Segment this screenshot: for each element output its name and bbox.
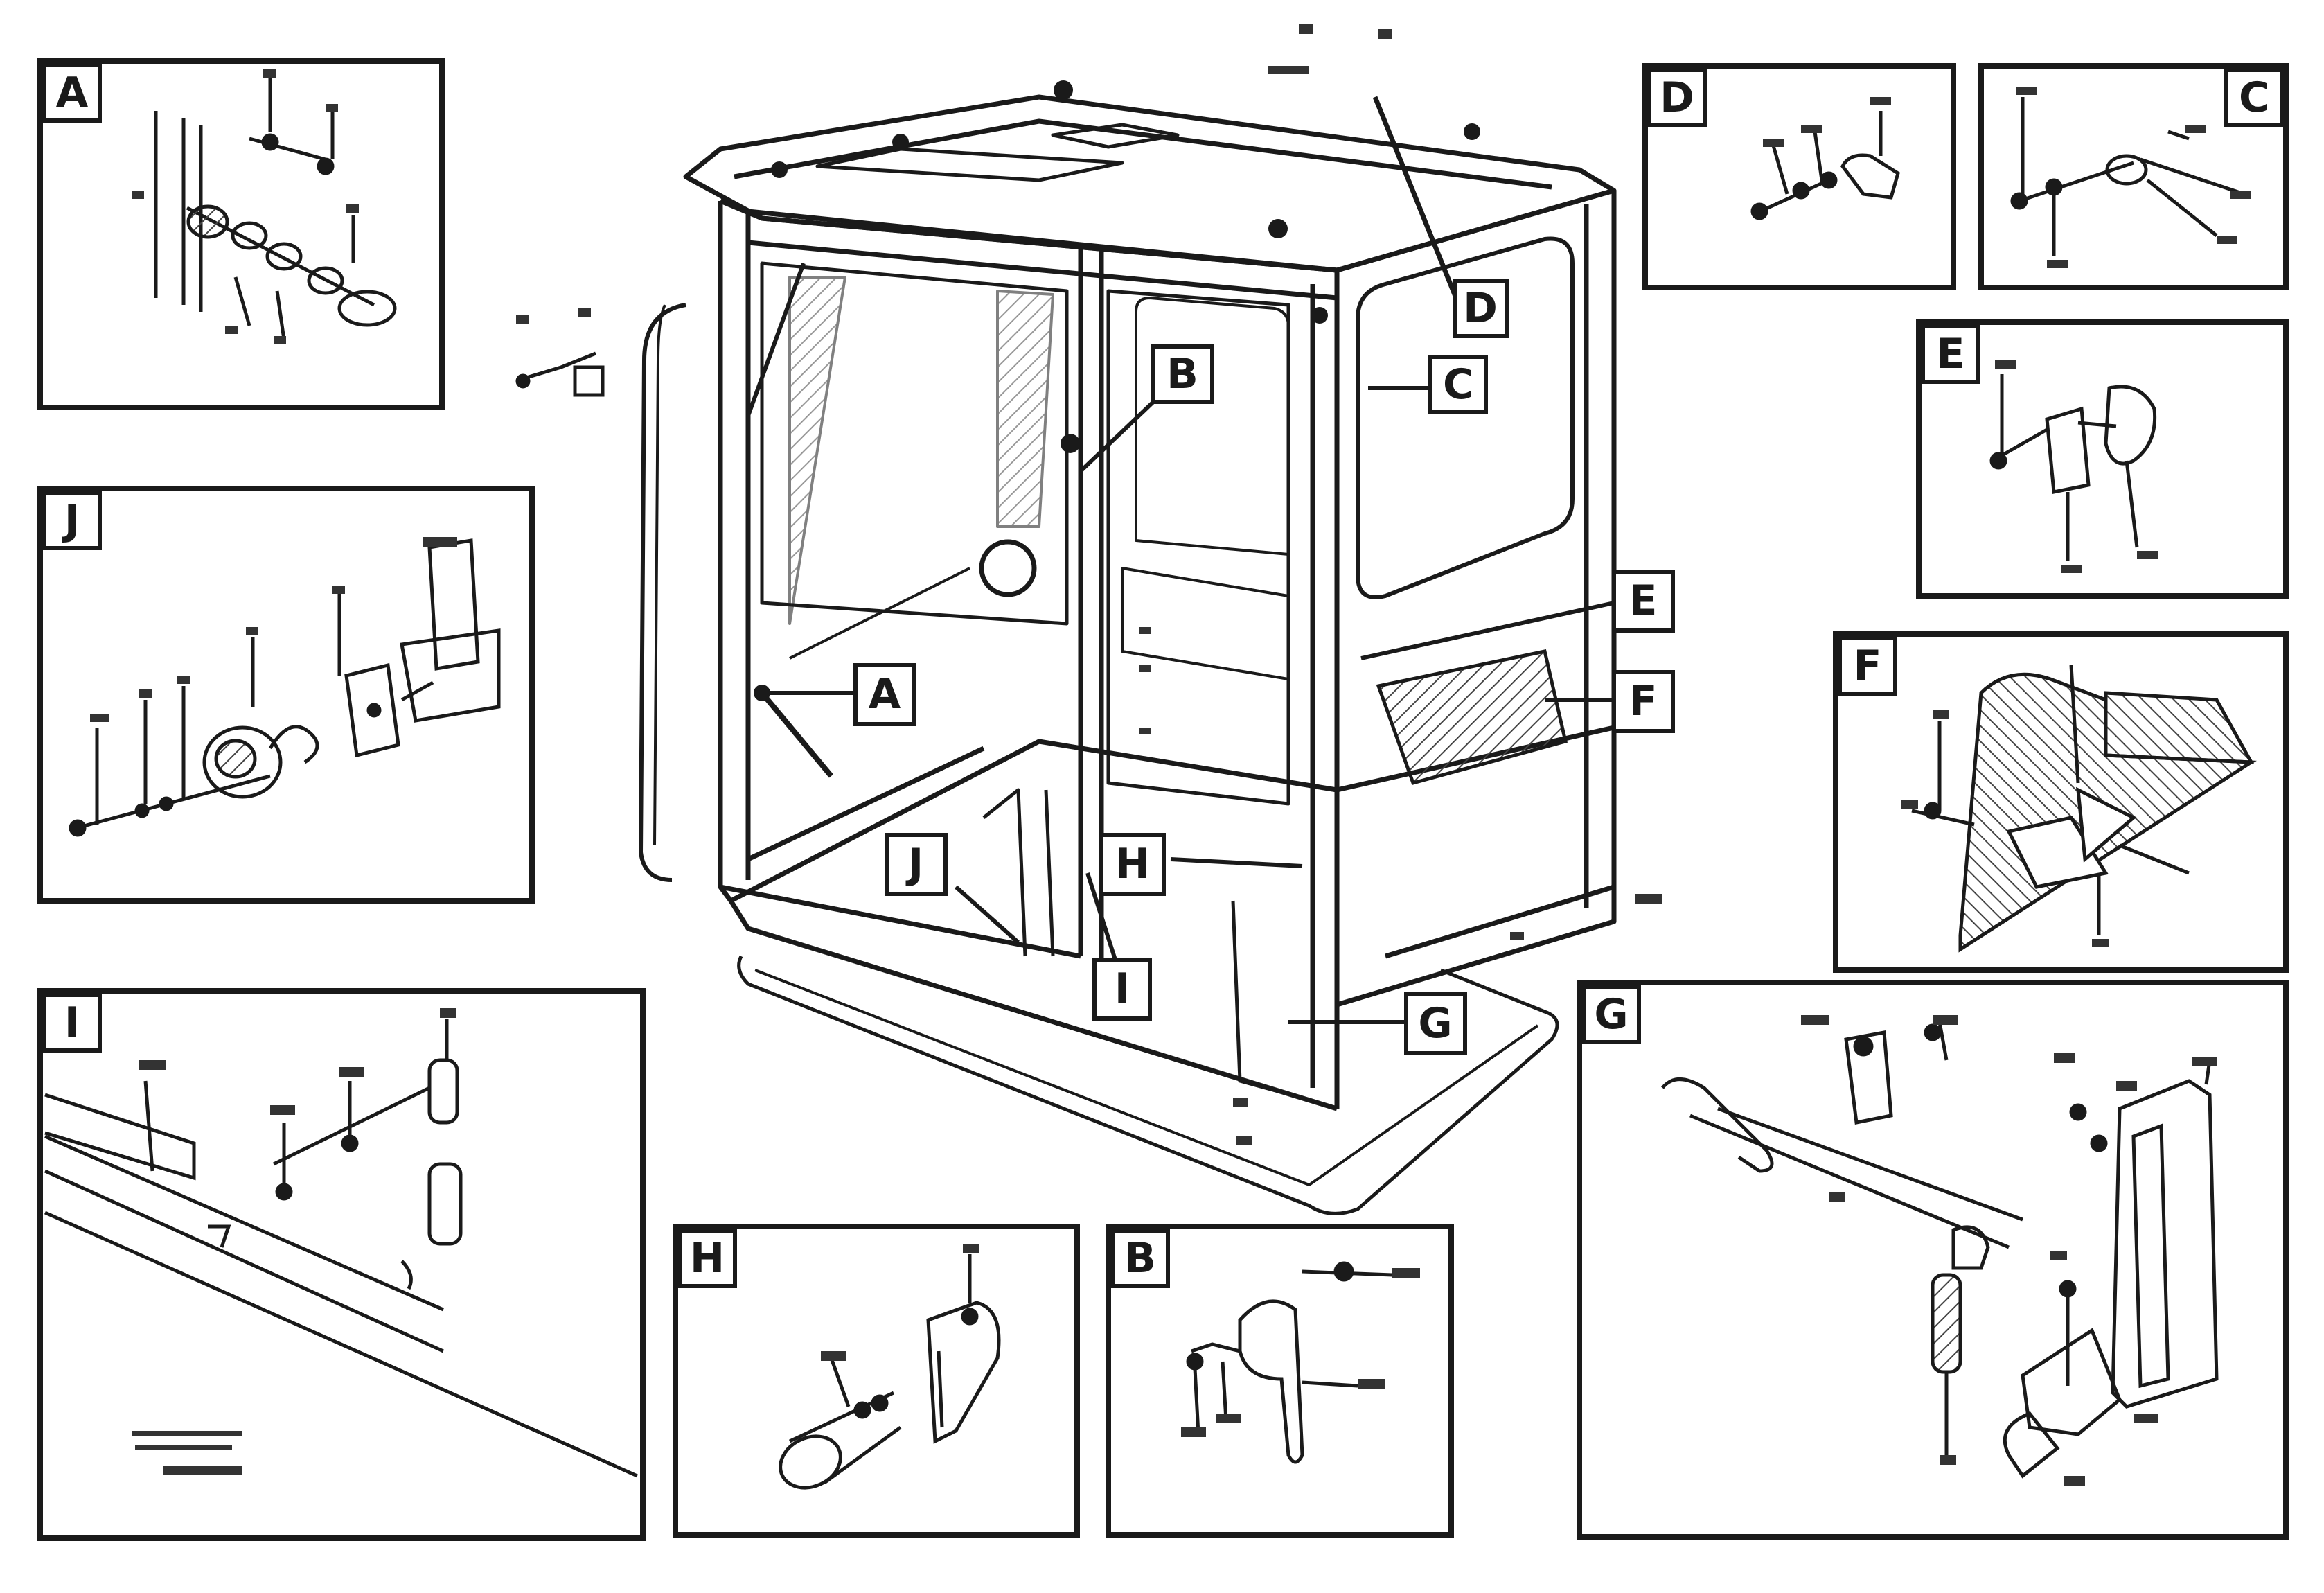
callout-f-text: F bbox=[1629, 677, 1658, 725]
panel-d-label: D bbox=[1660, 73, 1694, 122]
panel-e-parts bbox=[1989, 374, 2157, 561]
callout-box-f bbox=[1612, 670, 1675, 733]
panel-i-label: I bbox=[64, 998, 80, 1047]
panel-g-label: G bbox=[1594, 990, 1628, 1039]
panel-part-number-marks bbox=[90, 69, 2251, 1486]
callout-h-text: H bbox=[1115, 840, 1150, 888]
callout-a-text: A bbox=[869, 670, 901, 719]
panel-f-label: F bbox=[1854, 642, 1882, 690]
main-part-number-marks bbox=[516, 24, 1662, 1145]
panel-i-frame bbox=[37, 988, 646, 1541]
callout-box-i bbox=[1092, 958, 1152, 1021]
callout-i-text: I bbox=[1115, 965, 1130, 1013]
callout-box-h bbox=[1099, 833, 1166, 896]
panel-c-frame bbox=[1978, 63, 2289, 290]
panel-f-frame bbox=[1833, 631, 2289, 973]
panel-i-parts bbox=[44, 1019, 639, 1478]
callout-g-text: G bbox=[1418, 999, 1452, 1048]
panel-a-parts bbox=[154, 76, 397, 340]
main-callouts: D C B A E F J H I G bbox=[762, 96, 1675, 1055]
panel-e-frame bbox=[1916, 319, 2289, 599]
callout-c-text: C bbox=[1443, 360, 1473, 409]
panel-c-label: C bbox=[2239, 73, 2269, 122]
panel-e-label: E bbox=[1937, 330, 1965, 378]
panel-j-label: J bbox=[62, 496, 80, 545]
panel-h-frame bbox=[673, 1224, 1080, 1538]
callout-box-d bbox=[1453, 279, 1509, 338]
callout-box-a bbox=[853, 663, 916, 726]
panel-h-parts bbox=[779, 1254, 1001, 1490]
panel-b-label: B bbox=[1124, 1234, 1156, 1283]
panel-i-stamp bbox=[132, 1431, 242, 1475]
panel-labels: A J I H B G D C E F bbox=[42, 63, 2284, 1288]
callout-box-e bbox=[1612, 570, 1675, 633]
callout-box-c bbox=[1428, 355, 1488, 414]
callout-b-text: B bbox=[1167, 350, 1198, 398]
panel-g-frame bbox=[1577, 980, 2289, 1540]
panel-d-frame bbox=[1642, 63, 1956, 290]
panel-c-parts bbox=[2010, 97, 2245, 256]
callout-box-b bbox=[1151, 344, 1214, 404]
callout-d-text: D bbox=[1463, 284, 1498, 333]
panel-a-label: A bbox=[56, 69, 89, 117]
panel-f-parts bbox=[1911, 665, 2257, 953]
panel-g-parts bbox=[1661, 1021, 2219, 1479]
panel-j-frame bbox=[37, 486, 535, 904]
panel-b-frame bbox=[1106, 1224, 1454, 1538]
main-cab-drawing bbox=[639, 94, 1617, 1215]
panel-b-parts bbox=[1186, 1261, 1393, 1464]
panel-d-parts bbox=[1750, 111, 1900, 220]
callout-box-g bbox=[1404, 992, 1467, 1055]
callout-e-text: E bbox=[1629, 577, 1658, 625]
callout-j-text: J bbox=[905, 840, 923, 888]
panel-j-parts bbox=[69, 538, 501, 837]
panel-a-frame bbox=[37, 58, 445, 410]
callout-box-j bbox=[885, 833, 948, 896]
panel-h-label: H bbox=[690, 1234, 725, 1283]
